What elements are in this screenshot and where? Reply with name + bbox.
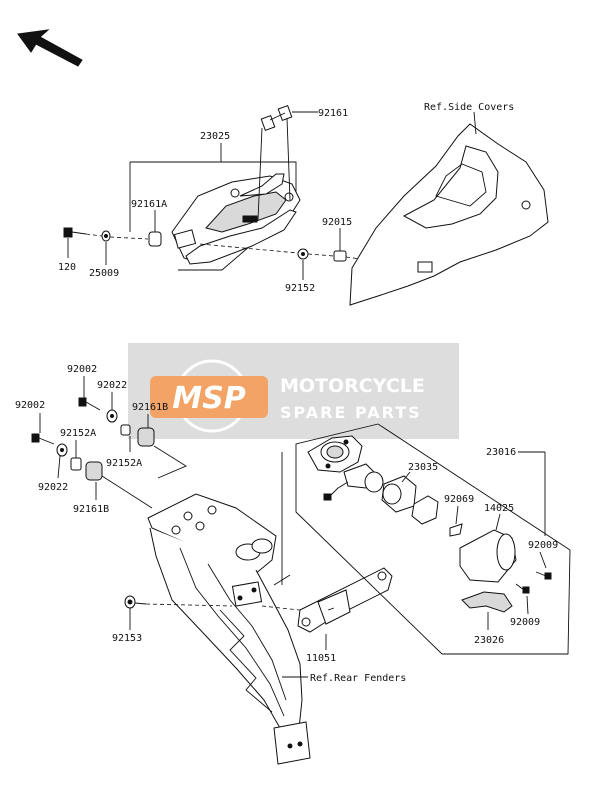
label-92022-a: 92022	[97, 380, 127, 391]
label-92161A: 92161A	[131, 199, 167, 210]
label-92015: 92015	[322, 217, 352, 228]
screw-92153-icon	[124, 595, 319, 630]
label-23035: 23035	[408, 462, 438, 473]
label-23016: 23016	[486, 447, 516, 458]
watermark-logo: MSP	[172, 381, 245, 416]
label-120: 120	[58, 262, 76, 273]
mounting-hardware-left	[31, 376, 187, 509]
screw-92009-icon	[535, 551, 552, 580]
bolt-120-icon	[63, 227, 87, 238]
tail-light-assembly	[63, 105, 429, 280]
label-14025: 14025	[484, 503, 514, 514]
watermark-line1: MOTORCYCLE	[280, 375, 425, 397]
label-92009-b: 92009	[510, 617, 540, 628]
label-92161B-b: 92161B	[73, 504, 109, 515]
label-11051: 11051	[306, 653, 336, 664]
label-92009-a: 92009	[528, 540, 558, 551]
label-92022-b: 92022	[38, 482, 68, 493]
label-92002-a: 92002	[67, 364, 97, 375]
license-bracket	[147, 452, 311, 765]
label-92161: 92161	[318, 108, 348, 119]
label-92153: 92153	[112, 633, 142, 644]
label-92161B-a: 92161B	[132, 402, 168, 413]
part-labels: 92161 23025 Ref.Side Covers 92161A 92015…	[15, 102, 558, 684]
label-ref-side-covers: Ref.Side Covers	[424, 102, 514, 113]
label-92152: 92152	[285, 283, 315, 294]
screw-92009-b-icon	[515, 583, 530, 615]
label-92152A-a: 92152A	[60, 428, 96, 439]
label-23025: 23025	[200, 131, 230, 142]
watermark: MSP MOTORCYCLE SPARE PARTS	[128, 343, 459, 439]
label-92152A-b: 92152A	[106, 458, 142, 469]
side-cover-reference	[349, 111, 549, 306]
direction-arrow-icon	[17, 29, 83, 67]
label-25009: 25009	[89, 268, 119, 279]
license-light-assembly	[295, 423, 571, 655]
label-23026: 23026	[474, 635, 504, 646]
label-92002-b: 92002	[15, 400, 45, 411]
bracket-11051	[297, 567, 393, 650]
label-92069: 92069	[444, 494, 474, 505]
watermark-line2: SPARE PARTS	[280, 403, 422, 422]
label-ref-rear-fenders: Ref.Rear Fenders	[310, 673, 406, 684]
